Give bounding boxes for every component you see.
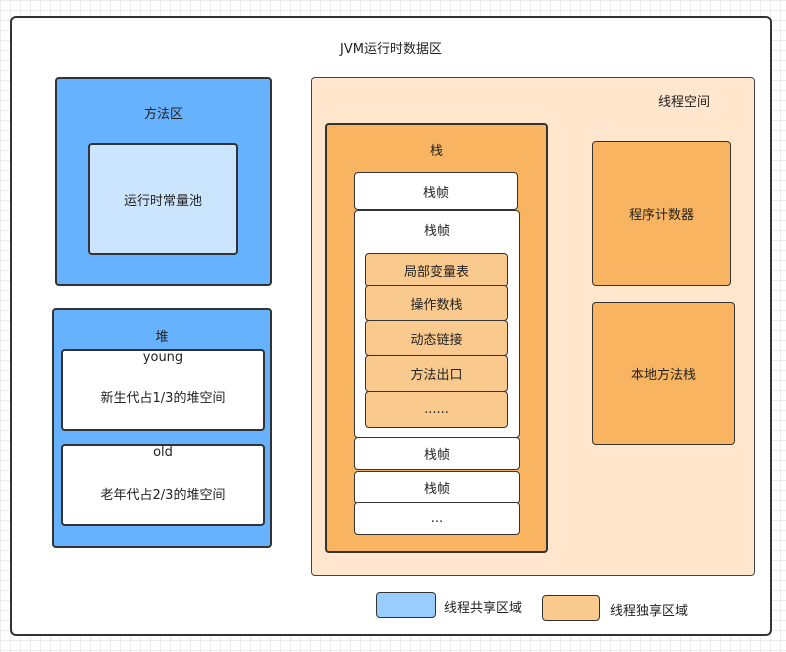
more-items: ...... (365, 391, 508, 428)
old-name: old (153, 445, 173, 460)
legend-private-label: 线程独享区域 (610, 604, 689, 619)
stack-label: 栈 (429, 144, 443, 159)
native-method-stack: 本地方法栈 (592, 302, 735, 445)
thread-space-label: 线程空间 (658, 95, 711, 110)
stack-frame: 栈帧 (354, 471, 520, 504)
legend-private-swatch (542, 595, 600, 621)
young-desc: 新生代占1/3的堆空间 (100, 391, 226, 406)
old-generation: old 老年代占2/3的堆空间 (61, 444, 265, 526)
heap-label: 堆 (155, 330, 169, 345)
diagram-title: JVM运行时数据区 (340, 42, 442, 57)
program-counter: 程序计数器 (592, 141, 731, 286)
young-generation: young 新生代占1/3的堆空间 (61, 349, 265, 431)
stack-frame: 栈帧 (354, 437, 520, 470)
legend-shared-label: 线程共享区域 (444, 601, 523, 616)
legend-shared-swatch (376, 592, 436, 618)
stack-frame-expanded: 栈帧 局部变量表 操作数栈 动态链接 方法出口 ...... (354, 210, 520, 438)
method-exit: 方法出口 (365, 355, 508, 392)
local-variable-table: 局部变量表 (365, 253, 508, 287)
stack-frame: 栈帧 (354, 172, 518, 210)
runtime-constant-pool: 运行时常量池 (88, 143, 238, 255)
method-area-label: 方法区 (143, 107, 183, 122)
operand-stack: 操作数栈 (365, 285, 508, 321)
dynamic-linking: 动态链接 (365, 320, 508, 356)
stack-frame-more: ... (354, 502, 520, 535)
young-name: young (142, 350, 184, 365)
method-area: 方法区 运行时常量池 (55, 77, 272, 286)
stack-frame-label: 栈帧 (423, 224, 450, 239)
heap: 堆 young 新生代占1/3的堆空间 old 老年代占2/3的堆空间 (52, 308, 272, 548)
thread-space: 线程空间 栈 栈帧 栈帧 局部变量表 操作数栈 动态链接 方法出口 ......… (311, 77, 755, 576)
stack: 栈 栈帧 栈帧 局部变量表 操作数栈 动态链接 方法出口 ...... 栈帧 栈… (325, 123, 548, 553)
old-desc: 老年代占2/3的堆空间 (100, 488, 226, 503)
